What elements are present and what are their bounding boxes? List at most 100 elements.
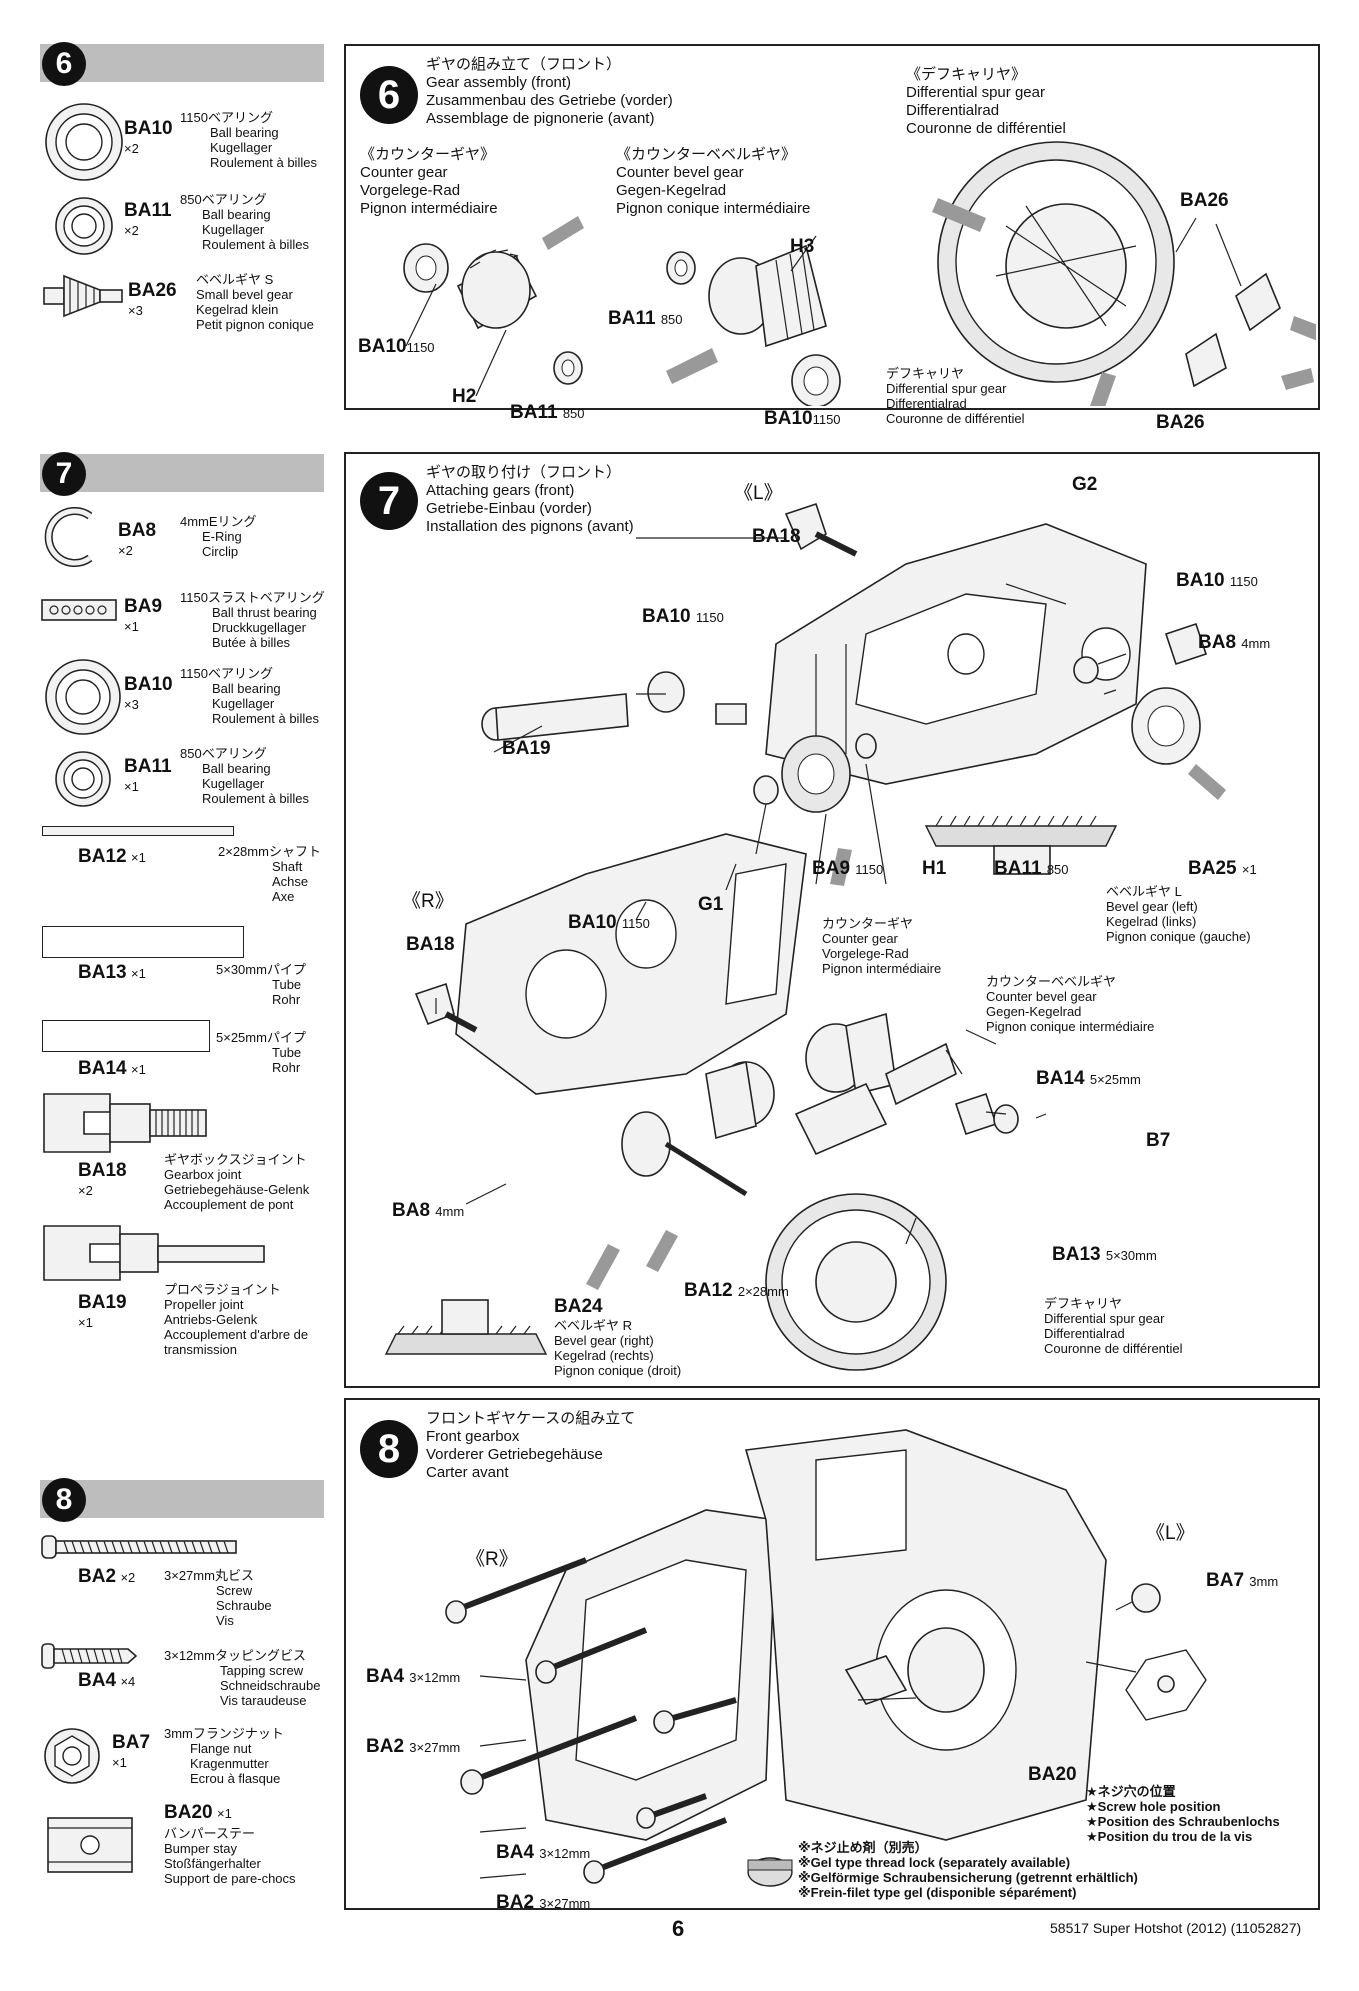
label-ba8-r: BA8 4mm xyxy=(392,1200,465,1221)
bevel-gear-ba24-drawing xyxy=(586,1111,748,1290)
part-ba11-step7-desc: 850ベアリング Ball bearing Kugellager Rouleme… xyxy=(180,746,309,806)
ball-bearing-ba11-icon xyxy=(55,197,113,255)
label-ba10b-panel6: BA101150 xyxy=(764,408,841,429)
part-ba9: BA9×1 xyxy=(124,596,163,634)
counter-gear-drawing xyxy=(705,1060,775,1140)
gearbox-right-housing-drawing xyxy=(525,1509,777,1841)
step6-parts-number: 6 xyxy=(42,42,86,86)
step7-parts-number: 7 xyxy=(42,452,86,496)
footer-product-code: 58517 Super Hotshot (2012) (11052827) xyxy=(1050,1920,1302,1936)
panel8-step-number: 8 xyxy=(360,1420,418,1478)
part-ba7-desc: 3mmフランジナット Flange nut Kragenmutter Ecrou… xyxy=(164,1726,284,1786)
label-ba2-bottom-panel8: BA2 3×27mm xyxy=(496,1892,591,1913)
propeller-joint-ba19-icon xyxy=(43,1225,265,1281)
ba19-drawing xyxy=(481,693,629,741)
part-ba14-desc: 5×25mmパイプ Tube Rohr xyxy=(216,1030,306,1075)
diff-spur-gear-panel7-drawing xyxy=(765,1193,947,1371)
ba18-right-drawing xyxy=(414,982,478,1033)
counter-bevel-drawing xyxy=(805,1012,897,1095)
panel7-diagram xyxy=(384,502,1226,1371)
tube-ba13-drawing xyxy=(794,1082,888,1156)
part-ba13-desc: 5×30mmパイプ Tube Rohr xyxy=(216,962,306,1007)
step8-parts-header xyxy=(40,1480,324,1518)
tube-ba14-drawing xyxy=(885,1042,957,1106)
panel7-step-number: 7 xyxy=(360,472,418,530)
bumper-stay-ba20-drawing xyxy=(844,1655,908,1705)
thrust-bearing-ba9-icon xyxy=(41,599,117,621)
part-ba11-step7: BA11×1 xyxy=(124,756,172,794)
label-h2: H2 xyxy=(452,386,477,407)
part-ba11-step6-desc: 850ベアリング Ball bearing Kugellager Rouleme… xyxy=(180,192,309,252)
label-ba10-r: BA10 1150 xyxy=(568,912,650,933)
ball-bearing-ba10-step7-icon xyxy=(45,659,121,735)
label-h1: H1 xyxy=(922,858,947,879)
part-ba10-step7-desc: 1150ベアリング Ball bearing Kugellager Roulem… xyxy=(180,666,319,726)
panel6-step-number: 6 xyxy=(360,66,418,124)
step8-parts-number: 8 xyxy=(42,1478,86,1522)
ball-bearing-ba10-icon xyxy=(45,103,123,181)
screw-hole-position-icon xyxy=(1085,1649,1207,1721)
part-ba8-desc: 4mmEリング E-Ring Circlip xyxy=(180,514,257,559)
screw-ba2-icon xyxy=(41,1535,237,1559)
part-ba9-desc: 1150スラストベアリング Ball thrust bearing Druckk… xyxy=(180,590,325,650)
part-ba13: BA13 ×1 xyxy=(78,962,146,983)
step6-parts-header xyxy=(40,44,324,82)
label-ba10-panel6: BA101150 xyxy=(358,336,435,357)
label-ba13: BA13 5×30mm xyxy=(1052,1244,1157,1265)
panel8-right-mark: 《R》 xyxy=(466,1549,518,1570)
panel6-diagram xyxy=(403,141,1316,406)
screw-hole-note: ★ネジ穴の位置★Screw hole position★Position des… xyxy=(1086,1784,1280,1844)
tube-ba14-icon xyxy=(42,1020,210,1052)
panel-step7: 7 ギヤの取り付け（フロント）Attaching gears (front)Ge… xyxy=(344,452,1320,1388)
panel-step6: 6 ギヤの組み立て（フロント）Gear assembly (front)Zusa… xyxy=(344,44,1320,433)
part-ba18-desc: ギヤボックスジョイント Gearbox joint Getriebegehäus… xyxy=(164,1152,310,1212)
flange-nut-ba7-icon xyxy=(44,1728,100,1784)
label-ba11-l: BA11 850 xyxy=(994,858,1069,879)
part-ba10-step7: BA10×3 xyxy=(124,674,173,712)
flange-nut-ba7-drawing xyxy=(1115,1583,1161,1613)
small-bevel-gear-ba26-icon xyxy=(43,274,123,318)
gearbox-left-g2-drawing xyxy=(715,523,1147,785)
tube-ba13-icon xyxy=(42,926,244,958)
part-ba2: BA2 ×2 xyxy=(78,1566,136,1587)
tapping-screw-ba4-icon xyxy=(41,1643,138,1669)
part-ba4-desc: 3×12mmタッピングビス Tapping screw Schneidschra… xyxy=(164,1648,321,1708)
label-ba10-l-top: BA10 1150 xyxy=(1176,570,1258,591)
part-ba10-step6-desc: 1150ベアリング Ball bearing Kugellager Roulem… xyxy=(180,110,317,170)
ball-bearing-ba11-step7-icon xyxy=(55,751,111,807)
panel6-title: ギヤの組み立て（フロント）Gear assembly (front)Zusamm… xyxy=(426,56,673,127)
label-b7: B7 xyxy=(1146,1130,1171,1151)
part-ba19-desc: プロペラジョイント Propeller joint Antriebs-Gelen… xyxy=(164,1282,309,1357)
gearbox-right-g1-drawing xyxy=(455,833,807,1095)
part-ba20: BA20 ×1 xyxy=(164,1802,232,1823)
label-ba2-top-panel8: BA2 3×27mm xyxy=(366,1736,461,1757)
part-ba2-desc: 3×27mm丸ビス Screw Schraube Vis xyxy=(164,1568,272,1628)
panel8-left-mark: 《L》 xyxy=(1146,1523,1195,1544)
part-ba11-step6: BA11×2 xyxy=(124,200,172,238)
part-ba12-desc: 2×28mmシャフト Shaft Achse Axe xyxy=(218,844,321,904)
bumper-stay-ba20-icon xyxy=(47,1817,133,1873)
part-ba20-desc: バンパーステー Bumper stay Stoßfängerhalter Sup… xyxy=(164,1826,296,1886)
diff-spur-gear-drawing xyxy=(932,141,1316,406)
thread-lock-note: ※ネジ止め剤（別売）※Gel type thread lock (separat… xyxy=(798,1840,1138,1900)
label-ba9: BA9 1150 xyxy=(812,858,884,879)
part-ba18: BA18×2 xyxy=(78,1160,127,1198)
panel8-diagram xyxy=(445,1429,1207,1887)
label-g2: G2 xyxy=(1072,474,1098,495)
part-ba19: BA19×1 xyxy=(78,1292,127,1330)
thrust-gear-h1-drawing xyxy=(753,733,877,886)
part-ba4: BA4 ×4 xyxy=(78,1670,136,1691)
label-g1: G1 xyxy=(698,894,724,915)
label-ba18-r: BA18 xyxy=(406,934,455,955)
label-h3: H3 xyxy=(790,236,815,257)
gearbox-joint-ba18-icon xyxy=(43,1093,207,1153)
label-ba7-panel8: BA7 3mm xyxy=(1206,1570,1279,1591)
counter-gear-h2-drawing xyxy=(403,216,584,397)
